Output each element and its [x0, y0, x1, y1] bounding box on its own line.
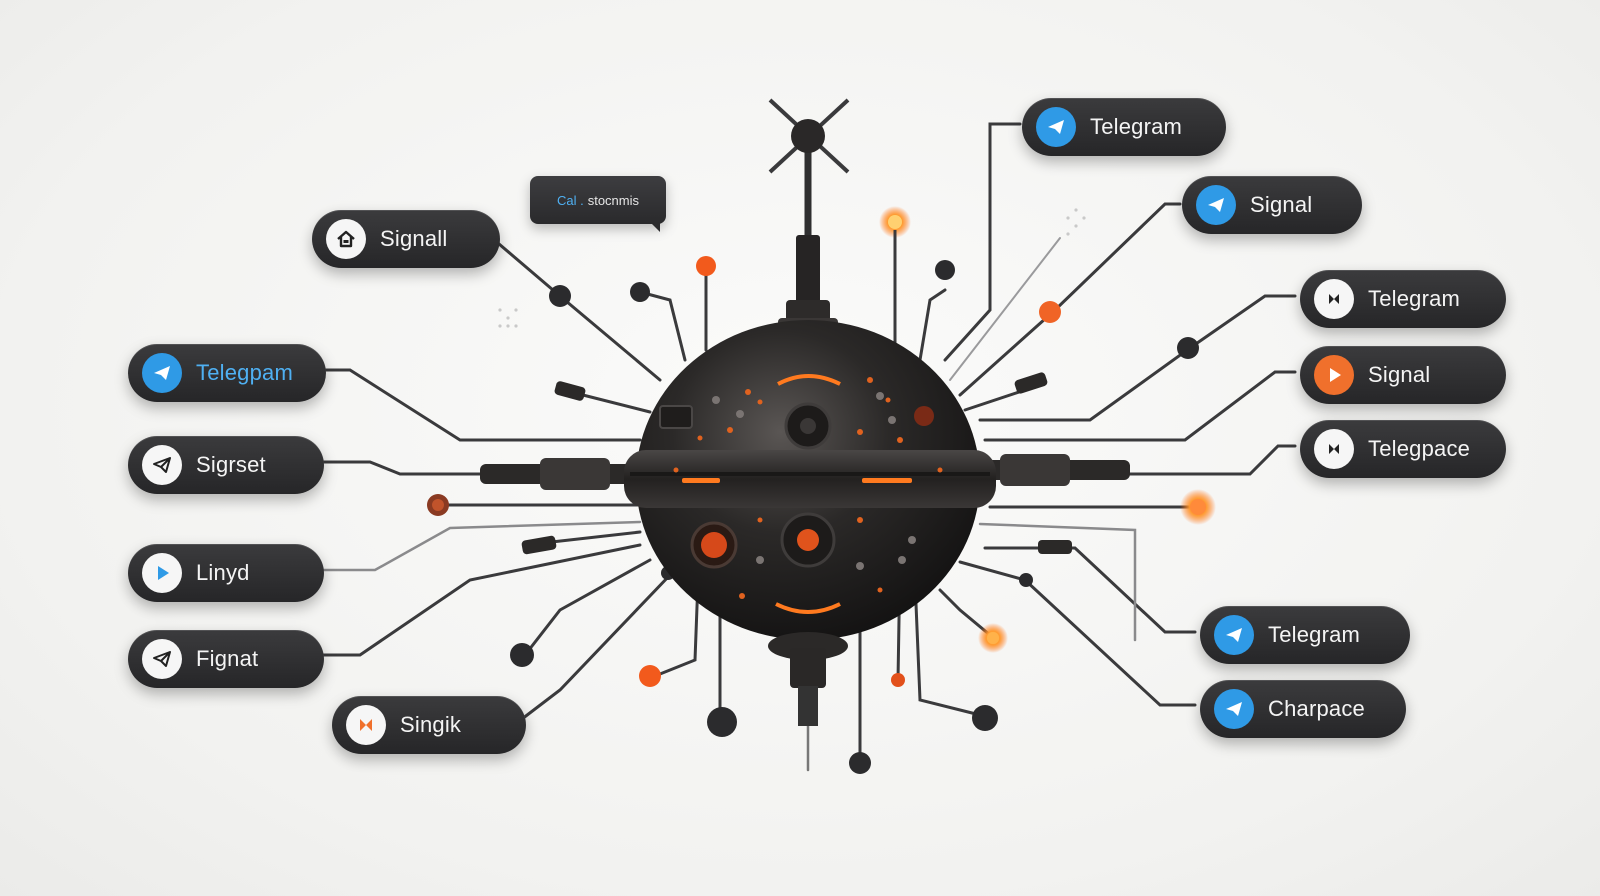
- chat-bubble: Cal . stocnmis: [530, 176, 666, 232]
- node-label: Signall: [380, 226, 448, 251]
- node-label: Linyd: [196, 560, 250, 585]
- right-wires: [918, 122, 1297, 707]
- node-label: Signal: [1250, 192, 1313, 217]
- paper-plane-outline-icon: [142, 639, 182, 679]
- node-telegram-3[interactable]: Telegram: [1200, 606, 1410, 664]
- bubble-prefix: Cal .: [556, 192, 584, 208]
- home-icon: [326, 219, 366, 259]
- sphere-rivets: [673, 377, 943, 599]
- node-label: Telegpace: [1368, 436, 1471, 461]
- node-label: Fignat: [196, 646, 259, 671]
- paper-plane-icon: [142, 353, 182, 393]
- sphere-bolts: [712, 392, 916, 570]
- bowtie-icon: [1314, 279, 1354, 319]
- side-connectors: [480, 372, 1130, 555]
- play-icon: [1314, 355, 1354, 395]
- sparkle-dots: [498, 208, 1086, 328]
- node-telegram-2[interactable]: Telegram: [1300, 270, 1506, 328]
- node-linyd[interactable]: Linyd: [128, 544, 324, 602]
- node-telegpam[interactable]: Telegpam: [128, 344, 326, 402]
- node-label: Singik: [400, 712, 462, 737]
- node-label: Charpace: [1268, 696, 1365, 721]
- hub-sphere: [624, 320, 996, 726]
- node-telegpace[interactable]: Telegpace: [1300, 420, 1506, 478]
- node-telegram-1[interactable]: Telegram: [1022, 98, 1226, 156]
- play-icon: [142, 553, 182, 593]
- bowtie-icon: [1314, 429, 1354, 469]
- bubble-text: stocnmis: [587, 192, 640, 208]
- node-label: Signal: [1368, 362, 1431, 387]
- paper-plane-icon: [1214, 689, 1254, 729]
- orange-nodes: [427, 206, 1216, 687]
- node-fignat[interactable]: Fignat: [128, 630, 324, 688]
- node-signal-2[interactable]: Signal: [1300, 346, 1506, 404]
- node-label: Telegram: [1368, 286, 1461, 311]
- paper-plane-icon: [1036, 107, 1076, 147]
- node-label: Telegpam: [196, 360, 293, 385]
- node-label: Telegram: [1268, 622, 1361, 647]
- antenna: [768, 98, 850, 336]
- node-singik[interactable]: Singik: [332, 696, 526, 754]
- node-charpace[interactable]: Charpace: [1200, 680, 1406, 738]
- bowtie-icon: [346, 705, 386, 745]
- node-signal-1[interactable]: Signal: [1182, 176, 1362, 234]
- node-signall[interactable]: Signall: [312, 210, 500, 268]
- paper-plane-icon: [1214, 615, 1254, 655]
- node-sigrset[interactable]: Sigrset: [128, 436, 324, 494]
- paper-plane-icon: [1196, 185, 1236, 225]
- node-label: Sigrset: [196, 452, 266, 477]
- node-label: Telegram: [1090, 114, 1183, 139]
- paper-plane-outline-icon: [142, 445, 182, 485]
